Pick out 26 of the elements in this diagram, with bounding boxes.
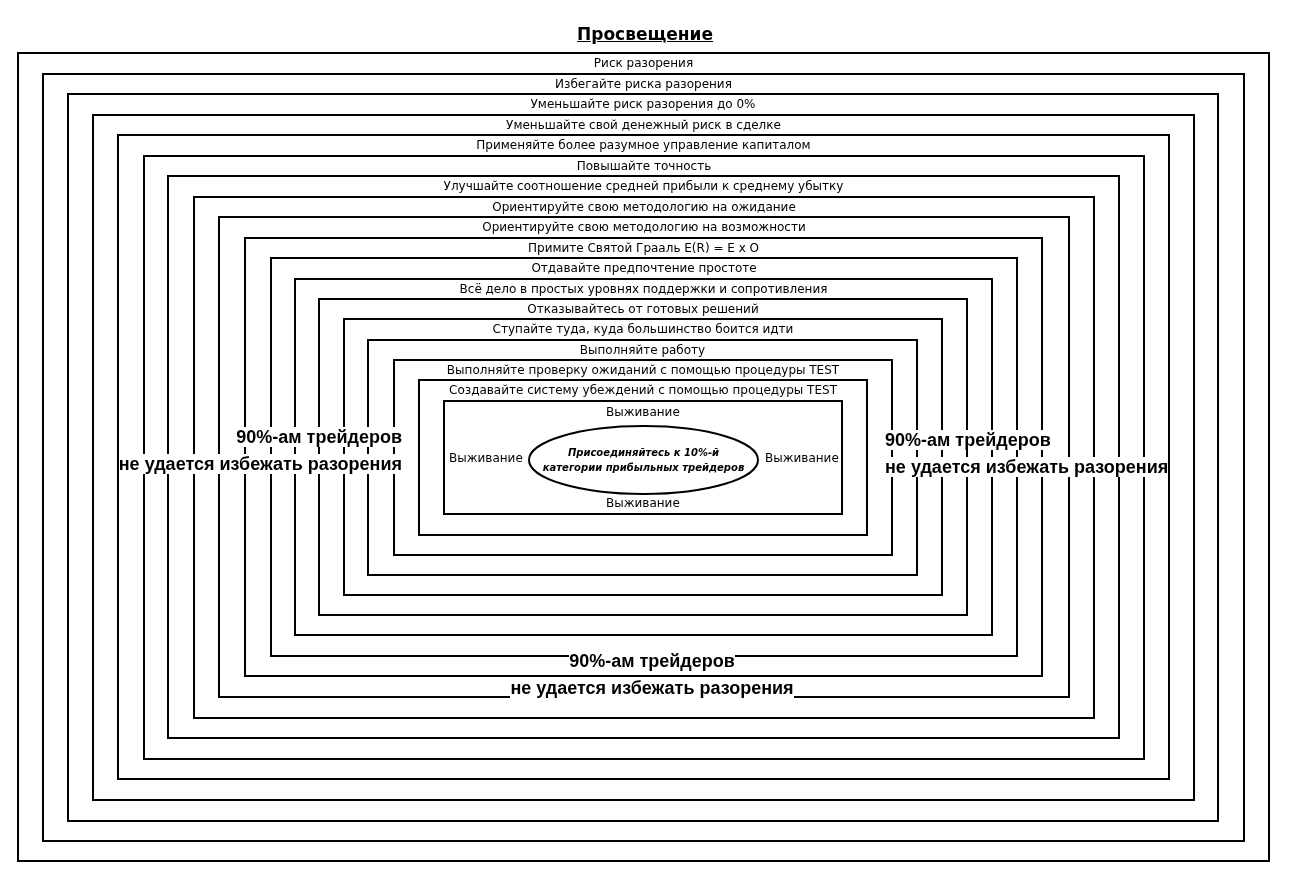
oval-node (528, 425, 759, 495)
box-heading: Выполняйте проверку ожиданий с помощью процедуры TEST (446, 363, 840, 377)
box-heading: Уменьшайте риск разорения до 0% (530, 97, 756, 111)
box-heading: Создавайте систему убеждений с помощью процедуры TEST (449, 383, 837, 397)
box-heading: Отказывайтесь от готовых решений (527, 302, 759, 316)
box-heading: Применяйте более разумное управление капиталом (476, 138, 811, 152)
box-heading: Ступайте туда, куда большинство боится идти (492, 322, 794, 336)
box-heading: Примите Святой Грааль E(R) = E x O (528, 241, 759, 255)
box-heading: Всё дело в простых уровнях поддержки и сопротивления (459, 282, 828, 296)
box-heading: Ориентируйте свою методологию на ожидание (492, 200, 796, 214)
box-heading: Отдавайте предпочтение простоте (531, 261, 757, 275)
nested-box (418, 379, 868, 536)
box-heading: Повышайте точность (576, 159, 712, 173)
box-heading: Риск разорения (593, 56, 694, 70)
box-text: Выживание (449, 450, 523, 465)
nested-box (443, 400, 843, 515)
box-heading: Ориентируйте свою методологию на возможности (482, 220, 806, 234)
diagram-title: Просвещение (577, 24, 713, 44)
box-text: Выживание (765, 450, 839, 465)
box-heading: Выполняйте работу (579, 343, 706, 357)
box-heading: Избегайте риска разорения (555, 77, 732, 91)
box-text: Выживание (606, 496, 680, 510)
box-heading: Улучшайте соотношение средней прибыли к среднему убытку (443, 179, 844, 193)
box-text: Выживание (606, 405, 680, 419)
oval-text: Присоединяйтесь к 10%-й категории прибыльных трейдеров (542, 447, 745, 473)
box-heading: Уменьшайте свой денежный риск в сделке (506, 118, 781, 132)
